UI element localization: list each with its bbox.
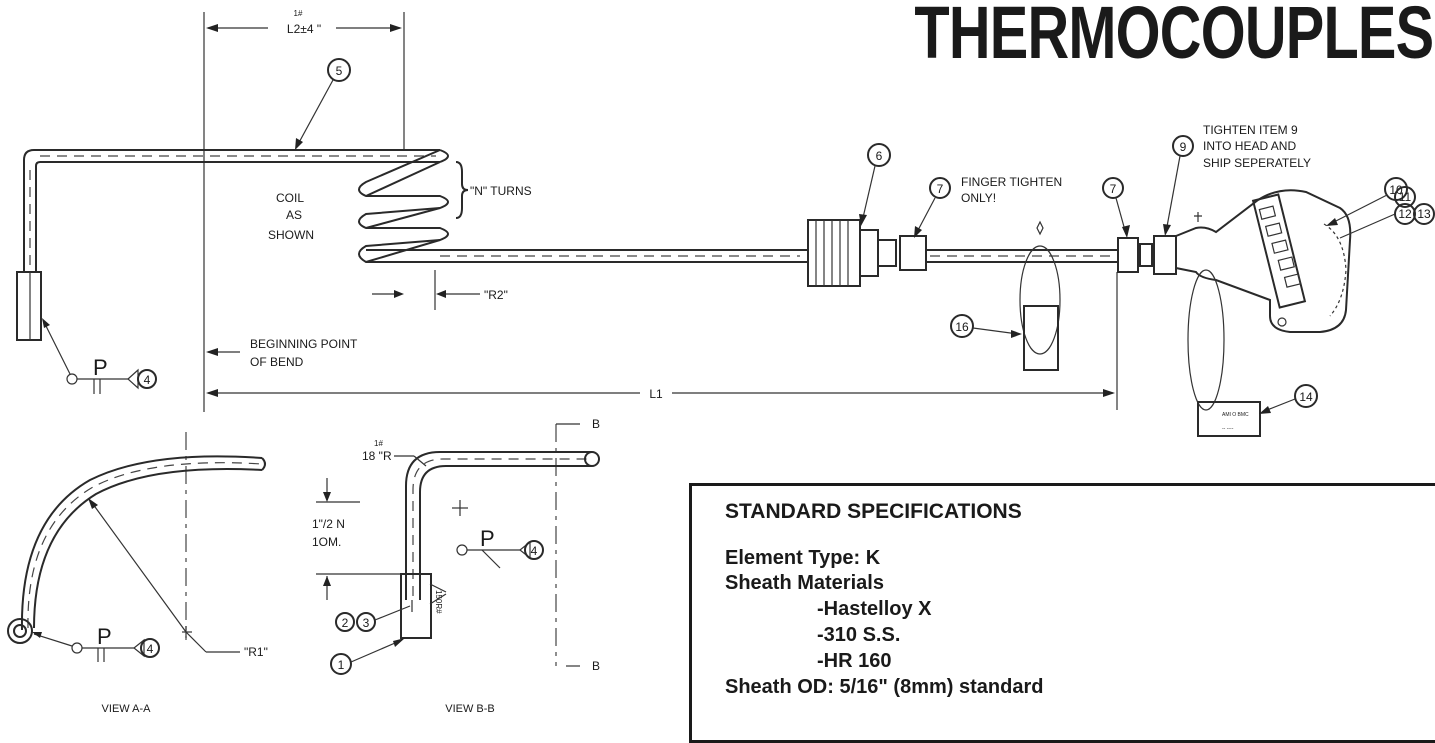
finger-label-2: ONLY! xyxy=(961,191,996,205)
view-a-a: "R1" P 4 VIEW A-A xyxy=(7,432,268,715)
svg-text:-- ----: -- ---- xyxy=(1222,426,1234,432)
bend-label-2: OF BEND xyxy=(250,355,304,369)
balloon-11: 11 xyxy=(1394,186,1416,208)
page-title: THERMOCOUPLES xyxy=(914,0,1434,74)
sheath-assembly: "N" TURNS COIL AS SHOWN "R2" xyxy=(16,149,808,341)
balloon-12: 12 xyxy=(1339,203,1416,239)
weld-symbol-top: P 4 xyxy=(42,318,157,394)
svg-text:7: 7 xyxy=(1110,182,1117,196)
coil-label-1: COIL xyxy=(276,191,304,205)
balloon-10: 10 xyxy=(1326,177,1408,226)
r-superscript: 1# xyxy=(374,439,383,448)
bend-label-1: BEGINNING POINT xyxy=(250,337,358,351)
svg-text:7: 7 xyxy=(937,182,944,196)
svg-text:6: 6 xyxy=(876,149,883,163)
section-b-top: B xyxy=(592,417,600,431)
svg-text:12: 12 xyxy=(1398,207,1412,221)
dimension-l1: BEGINNING POINT OF BEND L1 xyxy=(206,272,1118,410)
l1-label: L1 xyxy=(649,387,663,401)
view-b-label: VIEW B-B xyxy=(445,703,495,715)
view-a-label: VIEW A-A xyxy=(102,703,152,715)
svg-text:4: 4 xyxy=(531,544,538,558)
svg-text:14: 14 xyxy=(1299,390,1313,404)
spec-material-2: -310 S.S. xyxy=(817,624,901,646)
nom-label-2: 1OM. xyxy=(312,535,341,549)
coil-label-2: AS xyxy=(286,208,302,222)
balloon-9: 9 TIGHTEN ITEM 9 INTO HEAD AND SHIP SEPE… xyxy=(1163,123,1311,236)
svg-text:9: 9 xyxy=(1180,140,1187,154)
balloon-7-left: 7 FINGER TIGHTEN ONLY! xyxy=(914,175,1062,238)
dimension-l2: 1# L2±4 " xyxy=(203,9,405,412)
svg-text:P: P xyxy=(480,526,495,551)
balloon-13: 13 xyxy=(1413,203,1435,225)
coil-label-3: SHOWN xyxy=(268,228,314,242)
svg-text:13: 13 xyxy=(1417,207,1431,221)
tighten-label-3: SHIP SEPERATELY xyxy=(1203,156,1311,170)
svg-text:150R#: 150R# xyxy=(434,590,443,614)
svg-text:5: 5 xyxy=(336,64,343,78)
svg-text:2: 2 xyxy=(342,616,349,630)
tighten-label-2: INTO HEAD AND xyxy=(1203,139,1296,153)
r1-label: "R1" xyxy=(244,645,268,659)
finger-label-1: FINGER TIGHTEN xyxy=(961,175,1062,189)
l2-label: L2±4 " xyxy=(287,22,321,36)
svg-text:16: 16 xyxy=(955,320,969,334)
balloon-5: 5 xyxy=(295,58,351,150)
compression-fitting xyxy=(807,219,1177,287)
spec-box: STANDARD SPECIFICATIONS Element Type: K … xyxy=(689,483,1435,743)
view-b-b: B B 1# 18 "R 1"/2 N 1OM. 150R# P 4 xyxy=(312,417,600,715)
r2-label: "R2" xyxy=(484,288,508,302)
tip-block xyxy=(16,271,42,341)
svg-text:3: 3 xyxy=(363,616,370,630)
balloon-6: 6 xyxy=(859,143,891,226)
spec-sheath-materials: Sheath Materials xyxy=(725,572,884,594)
nom-label-1: 1"/2 N xyxy=(312,517,345,531)
turns-label: "N" TURNS xyxy=(470,184,532,198)
technical-drawing: 1# L2±4 " "N" TURNS COIL AS SHOWN "R2" xyxy=(7,9,1435,715)
svg-text:4: 4 xyxy=(147,642,154,656)
svg-text:1: 1 xyxy=(338,658,345,672)
section-b-bottom: B xyxy=(592,659,600,673)
balloon-7-right: 7 xyxy=(1102,177,1130,238)
svg-text:10: 10 xyxy=(1389,183,1403,197)
r-label: 18 "R xyxy=(362,449,392,463)
tag-14: AMI O BMC -- ---- 14 xyxy=(1187,269,1318,437)
connection-head xyxy=(1175,189,1352,333)
spec-material-3: -HR 160 xyxy=(817,650,892,672)
spec-heading: STANDARD SPECIFICATIONS xyxy=(725,500,1022,523)
svg-text:AMI O BMC: AMI O BMC xyxy=(1222,412,1249,418)
svg-text:P: P xyxy=(93,355,108,380)
svg-text:4: 4 xyxy=(144,373,151,387)
spec-sheath-od: Sheath OD: 5/16" (8mm) standard xyxy=(725,676,1044,698)
svg-text:P: P xyxy=(97,624,112,649)
spec-element-type: Element Type: K xyxy=(725,547,881,569)
tag-16: 16 xyxy=(950,220,1061,371)
tighten-label-1: TIGHTEN ITEM 9 xyxy=(1203,123,1298,137)
svg-text:11: 11 xyxy=(1399,190,1412,204)
spec-material-1: -Hastelloy X xyxy=(817,598,932,620)
l2-superscript: 1# xyxy=(294,9,303,18)
